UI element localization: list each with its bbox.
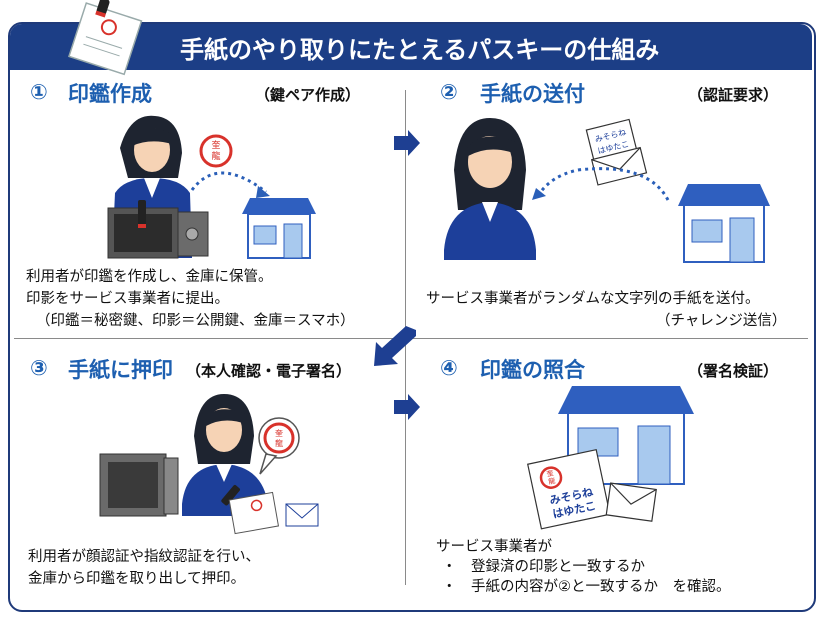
seal-bubble-icon: 奎 龍 xyxy=(258,417,300,475)
panel-4-line-1: サービス事業者が xyxy=(436,539,552,555)
title-letter-icon xyxy=(68,0,143,76)
arrow-right-1-icon xyxy=(394,130,420,156)
woman-illustration xyxy=(444,118,536,260)
panel-3-number: ③ xyxy=(30,356,48,380)
shop-icon xyxy=(242,198,316,259)
panel-1-line-3: （印鑑＝秘密鍵、印影＝公開鍵、金庫＝スマホ） xyxy=(36,313,355,329)
panel-2-heading: 手紙の送付 xyxy=(480,82,585,106)
letter-seal-top: 奎 xyxy=(546,468,555,478)
letter-with-seal-icon: 奎 龍 みそらね はゆたこ xyxy=(527,448,657,530)
panel-4-line-3: ・ 手紙の内容が②と一致するか を確認。 xyxy=(442,579,731,595)
panel-4-number: ④ xyxy=(440,356,458,380)
arrow-right-2-icon xyxy=(394,394,420,420)
woman-with-safe-illustration xyxy=(107,115,209,259)
shop-large-icon xyxy=(678,184,770,263)
panel-3-line-1: 利用者が顔認証や指紋認証を行い、 xyxy=(28,549,260,565)
letter-on-desk-icon xyxy=(228,491,319,535)
diagram-title: 手紙のやり取りにたとえるパスキーの仕組み xyxy=(180,36,660,64)
dotted-arrow-icon xyxy=(190,171,270,198)
seal-icon: 奎 龍 xyxy=(199,134,233,168)
safe-icon xyxy=(99,453,179,517)
letter-seal-bottom: 龍 xyxy=(547,476,556,486)
dotted-arrow-left-icon xyxy=(532,167,670,201)
panel-2-line-1: サービス事業者がランダムな文字列の手紙を送付。 xyxy=(426,291,760,307)
bubble-seal-text-top: 奎 xyxy=(275,428,283,438)
panel-2-sub: （認証要求） xyxy=(688,86,779,104)
arrow-diagonal-icon xyxy=(374,326,416,366)
seal-text-top: 奎 xyxy=(211,139,220,151)
panel-1-sub: （鍵ペア作成） xyxy=(255,86,361,104)
panel-3-line-2: 金庫から印鑑を取り出して押印。 xyxy=(28,571,246,587)
panel-3-sub: （本人確認・電子署名） xyxy=(186,362,352,380)
title-bar xyxy=(10,24,812,70)
letter-envelope-icon: みそらね はゆたこ xyxy=(585,118,648,186)
panel-1-line-1: 利用者が印鑑を作成し、金庫に保管。 xyxy=(26,269,273,285)
shop-verify-icon xyxy=(558,386,694,485)
panel-1-number: ① xyxy=(30,80,48,104)
seal-text-bottom: 龍 xyxy=(211,150,220,162)
panel-4-heading: 印鑑の照合 xyxy=(480,358,585,382)
panel-4-sub: （署名検証） xyxy=(688,362,779,380)
bubble-seal-text-bottom: 龍 xyxy=(275,438,283,448)
panel-2-line-2: （チャレンジ送信） xyxy=(656,313,787,329)
panel-4-line-2: ・ 登録済の印影と一致するか xyxy=(442,559,645,575)
panel-1-line-2: 印影をサービス事業者に提出。 xyxy=(26,291,229,307)
panel-1-heading: 印鑑作成 xyxy=(68,82,152,106)
panel-2-number: ② xyxy=(440,80,458,104)
panel-3-heading: 手紙に押印 xyxy=(68,358,173,382)
